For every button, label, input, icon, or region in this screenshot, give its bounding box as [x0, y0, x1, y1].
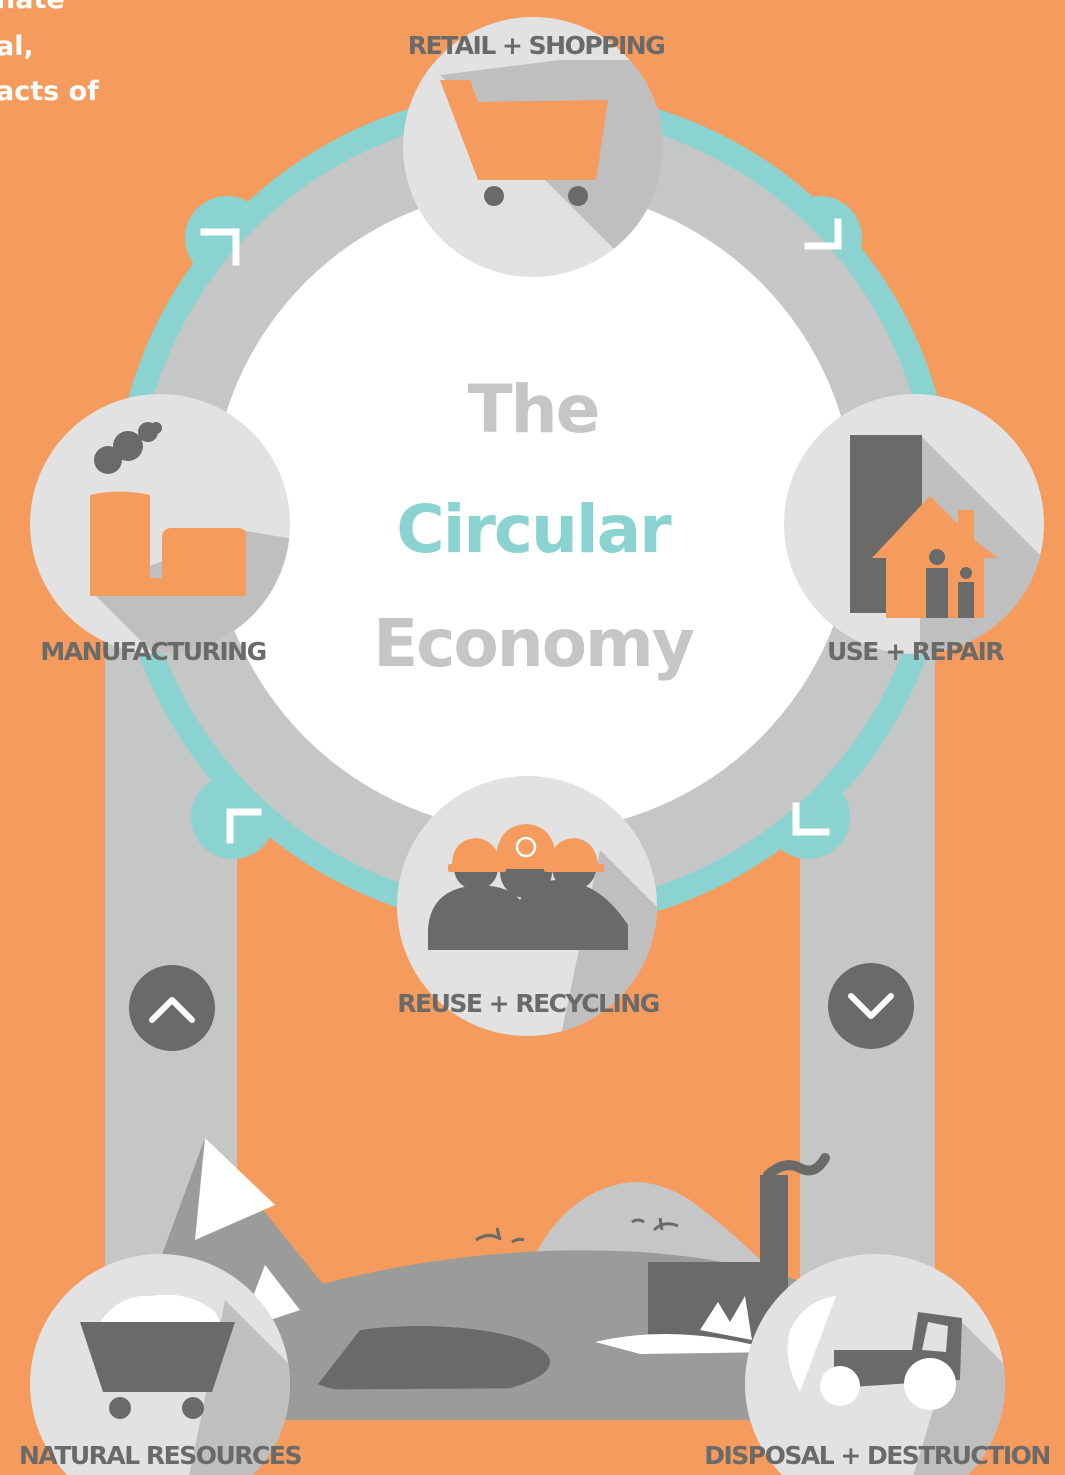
shopping-cart-icon: [440, 80, 608, 206]
stage-natural-resources: [30, 1254, 290, 1475]
arrow-mark-bottom-right-icon: [792, 802, 830, 836]
mine-cart-icon: [80, 1294, 235, 1419]
diagram-title: The Circular Economy: [373, 371, 696, 682]
intro-line-3: acts of: [0, 76, 99, 107]
family-home-icon: [850, 435, 998, 618]
flow-up-button[interactable]: [129, 965, 215, 1051]
stage-manufacturing: [30, 394, 290, 654]
label-use-repair: USE + REPAIR: [827, 637, 1004, 666]
intro-line-2: al,: [0, 31, 34, 62]
label-disposal: DISPOSAL + DESTRUCTION: [704, 1441, 1050, 1470]
workers-hardhat-icon: [428, 824, 628, 950]
intro-line-1: nate: [0, 0, 65, 15]
label-manufacturing: MANUFACTURING: [40, 637, 265, 666]
title-line-2: Circular: [396, 491, 672, 568]
label-natural-resources: NATURAL RESOURCES: [19, 1441, 301, 1470]
arrow-mark-top-left-icon: [200, 228, 240, 266]
label-reuse-recycling: REUSE + RECYCLING: [397, 989, 658, 1018]
arrow-mark-top-right-icon: [804, 218, 842, 250]
title-line-1: The: [468, 371, 599, 448]
title-line-3: Economy: [373, 605, 694, 682]
center-disc: [211, 188, 855, 832]
landscape: [160, 1138, 850, 1420]
stage-retail: [403, 17, 663, 277]
chevron-down-icon: [848, 993, 894, 1019]
intro-text: nate al, acts of: [0, 0, 99, 107]
flow-down-button[interactable]: [828, 963, 914, 1049]
factory-icon: [90, 422, 246, 596]
recycle-symbol-icon: [515, 836, 537, 858]
chevron-up-icon: [149, 997, 195, 1023]
bulldozer-icon: [787, 1296, 962, 1410]
label-retail: RETAIL + SHOPPING: [408, 31, 664, 60]
arrow-mark-bottom-left-icon: [226, 808, 262, 844]
